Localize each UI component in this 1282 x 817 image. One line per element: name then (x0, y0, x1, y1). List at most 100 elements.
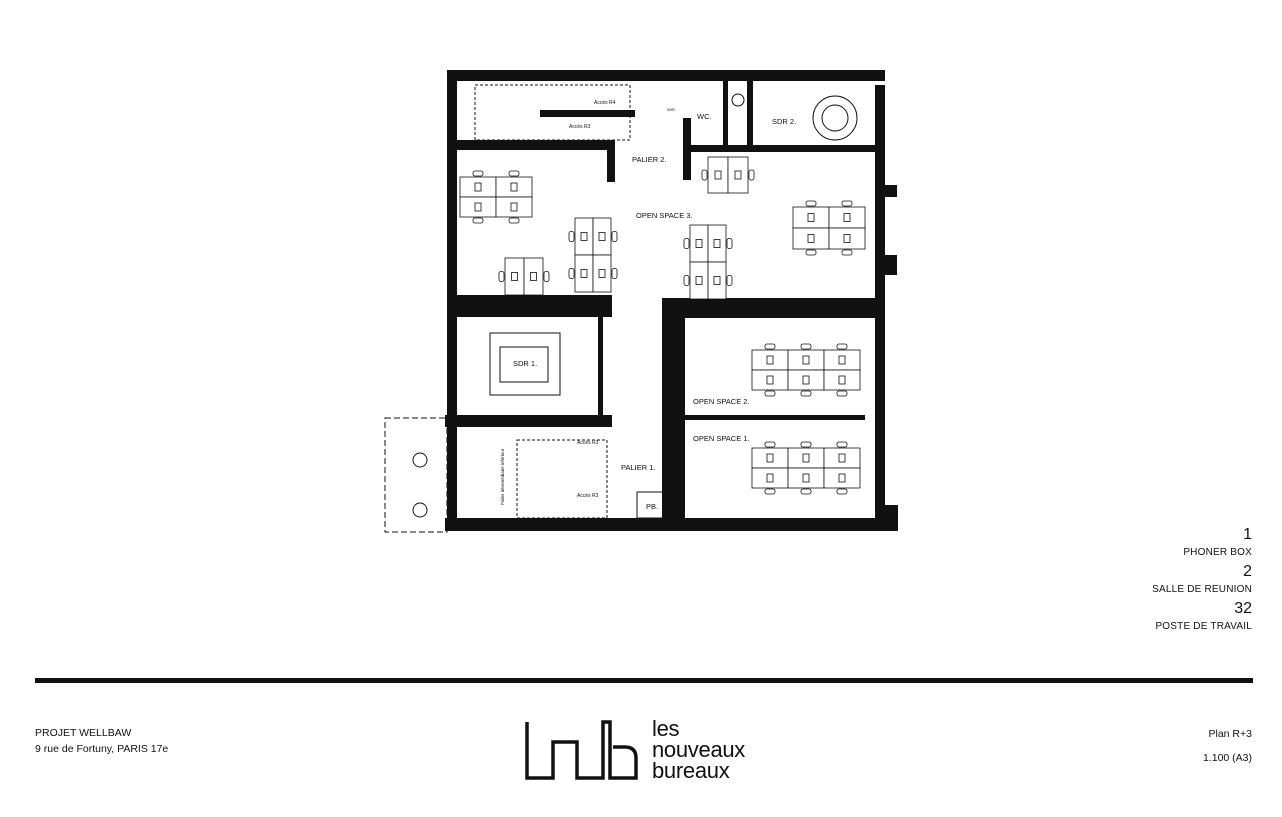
wall-right-bump-1 (875, 185, 897, 197)
desk (751, 349, 789, 371)
monitor-icon (714, 170, 722, 180)
desk (823, 349, 861, 371)
chair-icon (800, 343, 812, 350)
monitor-icon (510, 202, 518, 212)
desk (592, 254, 612, 293)
desk (751, 467, 789, 489)
label-palier-1: PALIER 1. (621, 463, 655, 472)
chair-icon (805, 249, 817, 256)
chair-icon (726, 275, 733, 286)
chair-icon (836, 441, 848, 448)
logo-text: les nouveaux bureaux (652, 716, 746, 783)
monitor-icon (766, 355, 774, 365)
chair-icon (764, 488, 776, 495)
monitor-icon (843, 234, 851, 243)
desk (823, 467, 861, 489)
wall-wc (723, 81, 728, 151)
label-acces-r3-mid: Accès R3 (577, 440, 599, 446)
desk (495, 196, 533, 218)
logo-line: bureaux (652, 758, 730, 783)
label-acces-r3-top: Accès R3 (569, 124, 591, 130)
label-wifi: WIFI (667, 107, 675, 112)
chair-icon (836, 343, 848, 350)
label-sdr-2: SDR 2. (772, 117, 796, 126)
chair-icon (683, 275, 690, 286)
monitor-icon (598, 269, 606, 278)
legend-item: 32 POSTE DE TRAVAIL (1152, 601, 1252, 633)
monitor-icon (838, 355, 846, 365)
sdr1-table (499, 346, 549, 383)
legend-count: 32 (1234, 600, 1252, 617)
logo-lnb-icon (525, 720, 638, 780)
chair-icon (836, 488, 848, 495)
monitor-icon (838, 453, 846, 463)
monitor-icon (511, 272, 518, 281)
monitor-icon (802, 473, 810, 483)
wall-right-bump-2 (875, 255, 897, 275)
desk (504, 257, 525, 296)
legend-count: 2 (1243, 563, 1252, 580)
label-open-space-2: OPEN SPACE 2. (693, 397, 750, 406)
desk (523, 257, 544, 296)
desk (787, 467, 825, 489)
sdr2-table-inner (821, 104, 849, 132)
logo-mark (525, 720, 638, 780)
room-labels: OPEN SPACE 3. OPEN SPACE 2. OPEN SPACE 1… (500, 100, 796, 511)
chair-icon (508, 217, 520, 224)
chair-icon (611, 231, 618, 242)
desk (751, 447, 789, 469)
wall-palier2-left (607, 140, 615, 182)
logo-line: les (652, 716, 680, 741)
label-palier-intermediaire: Palier intermédiaire inférieur (500, 448, 505, 505)
stairs (384, 84, 858, 533)
chair-icon (841, 249, 853, 256)
label-open-space-3: OPEN SPACE 3. (636, 211, 693, 220)
monitor-icon (802, 355, 810, 365)
chair-icon (611, 268, 618, 279)
chair-icon (726, 238, 733, 249)
monitor-icon (734, 170, 742, 180)
project-name: PROJET WELLBAW (35, 727, 132, 739)
logo-line: nouveaux (652, 737, 746, 762)
annex-toilet-1 (412, 452, 428, 468)
wc-toilet (731, 93, 745, 107)
monitor-icon (802, 453, 810, 463)
annex-toilet-2 (412, 502, 428, 518)
chair-icon (472, 217, 484, 224)
legend-item: 1 PHONER BOX (1152, 527, 1252, 559)
chair-icon (800, 488, 812, 495)
wall-stair-inner (540, 110, 635, 117)
label-pb: PB. (646, 502, 658, 511)
label-palier-2: PALIER 2. (632, 155, 666, 164)
monitor-icon (474, 202, 482, 212)
label-acces-r4: Accès R4 (594, 100, 616, 106)
wall-os-divider (685, 415, 865, 420)
chair-icon (805, 200, 817, 207)
desk (707, 261, 727, 300)
wall-sdr2 (747, 81, 753, 151)
wall-bottom (445, 518, 898, 531)
wall-central (662, 318, 685, 520)
chair-icon (800, 390, 812, 397)
desk (689, 261, 709, 300)
project-address: 9 rue de Fortuny, PARIS 17e (35, 743, 169, 755)
footer-divider (35, 678, 1253, 683)
monitor-icon (838, 375, 846, 385)
desk (792, 206, 830, 229)
monitor-icon (843, 213, 851, 222)
wall-os3-bottom-right (662, 298, 875, 318)
chair-icon (568, 231, 575, 242)
monitor-icon (807, 213, 815, 222)
legend-label: PHONER BOX (1183, 547, 1252, 558)
wall-sdr1-right (598, 317, 603, 420)
legend-count: 1 (1243, 526, 1252, 543)
label-sdr-1: SDR 1. (513, 359, 537, 368)
monitor-icon (766, 453, 774, 463)
label-open-space-1: OPEN SPACE 1. (693, 434, 750, 443)
legend-label: SALLE DE REUNION (1152, 584, 1252, 595)
monitor-icon (802, 375, 810, 385)
monitor-icon (474, 182, 482, 192)
sdr1-room-rug (489, 332, 561, 396)
monitor-icon (713, 276, 721, 285)
desk (828, 227, 866, 250)
